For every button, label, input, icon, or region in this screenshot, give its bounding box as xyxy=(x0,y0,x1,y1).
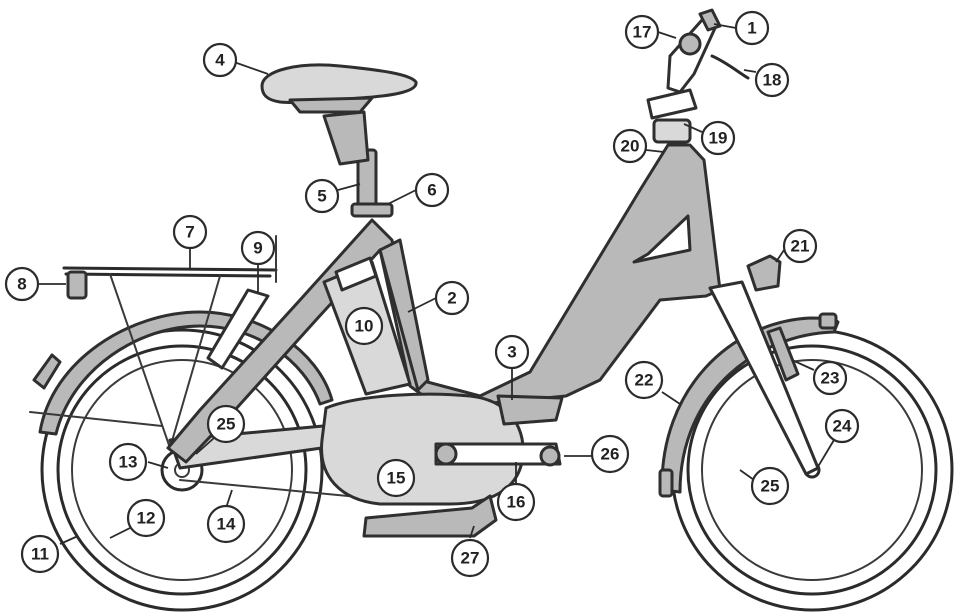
headlight xyxy=(746,254,782,292)
svg-text:20: 20 xyxy=(621,137,640,156)
callout-27: 27 xyxy=(450,538,490,578)
kickstand xyxy=(362,494,498,538)
callout-26: 26 xyxy=(590,434,630,474)
callout-4: 4 xyxy=(202,42,238,78)
battery-lock xyxy=(496,394,564,426)
leader-lines xyxy=(38,23,835,545)
svg-text:7: 7 xyxy=(185,223,194,242)
rear-wheel xyxy=(40,328,324,612)
svg-text:24: 24 xyxy=(833,417,852,436)
saddle xyxy=(260,63,418,166)
svg-text:26: 26 xyxy=(601,445,620,464)
svg-text:12: 12 xyxy=(137,509,156,528)
seatpost-clamp xyxy=(350,202,394,218)
callout-15: 15 xyxy=(376,458,416,498)
callout-10: 10 xyxy=(344,306,384,346)
callout-5: 5 xyxy=(304,178,340,214)
svg-text:9: 9 xyxy=(253,239,262,258)
callout-18: 18 xyxy=(754,62,790,98)
front-brake xyxy=(766,326,800,382)
callout-19: 19 xyxy=(700,120,736,156)
callout-7: 7 xyxy=(172,214,208,250)
svg-text:15: 15 xyxy=(387,469,406,488)
rear-rack xyxy=(29,235,278,449)
callout-25-front: 25 xyxy=(750,466,790,506)
svg-text:23: 23 xyxy=(821,369,840,388)
headset xyxy=(652,118,692,144)
callout-8: 8 xyxy=(4,266,40,302)
callout-13: 13 xyxy=(108,442,148,482)
svg-text:25: 25 xyxy=(761,477,780,496)
svg-text:16: 16 xyxy=(507,493,526,512)
svg-text:27: 27 xyxy=(461,549,480,568)
svg-text:6: 6 xyxy=(427,181,436,200)
rear-fender xyxy=(38,310,334,436)
svg-text:18: 18 xyxy=(763,71,782,90)
svg-text:2: 2 xyxy=(447,289,456,308)
svg-text:4: 4 xyxy=(215,51,225,70)
callout-12: 12 xyxy=(126,498,166,538)
callout-2: 2 xyxy=(434,280,470,316)
svg-text:5: 5 xyxy=(317,187,326,206)
svg-text:11: 11 xyxy=(31,545,49,564)
stem xyxy=(646,88,698,120)
callout-20: 20 xyxy=(612,128,648,164)
callout-22: 22 xyxy=(624,360,664,400)
rear-light xyxy=(66,270,88,300)
rear-fender-reflector xyxy=(32,353,62,390)
svg-text:17: 17 xyxy=(633,23,652,42)
svg-text:22: 22 xyxy=(635,371,654,390)
callout-24: 24 xyxy=(824,408,860,444)
callout-17: 17 xyxy=(624,14,660,50)
callout-1: 1 xyxy=(734,10,770,46)
callout-23: 23 xyxy=(812,360,848,396)
svg-text:19: 19 xyxy=(709,129,728,148)
svg-text:3: 3 xyxy=(507,343,516,362)
callout-21: 21 xyxy=(782,228,818,264)
svg-text:8: 8 xyxy=(17,275,26,294)
crank-arm xyxy=(434,442,562,467)
svg-text:13: 13 xyxy=(119,453,138,472)
rear-reflector xyxy=(206,288,270,370)
callout-25-rear: 25 xyxy=(206,404,246,444)
callout-3: 3 xyxy=(494,334,530,370)
svg-text:14: 14 xyxy=(217,515,236,534)
svg-text:21: 21 xyxy=(791,237,810,256)
callout-14: 14 xyxy=(206,504,246,544)
seat-tube xyxy=(378,238,430,392)
callout-6: 6 xyxy=(414,172,450,208)
callout-16: 16 xyxy=(496,482,536,522)
svg-text:10: 10 xyxy=(355,317,374,336)
svg-text:25: 25 xyxy=(217,415,236,434)
callout-11: 11 xyxy=(20,534,60,574)
callout-9: 9 xyxy=(240,230,276,266)
svg-text:1: 1 xyxy=(747,19,756,38)
